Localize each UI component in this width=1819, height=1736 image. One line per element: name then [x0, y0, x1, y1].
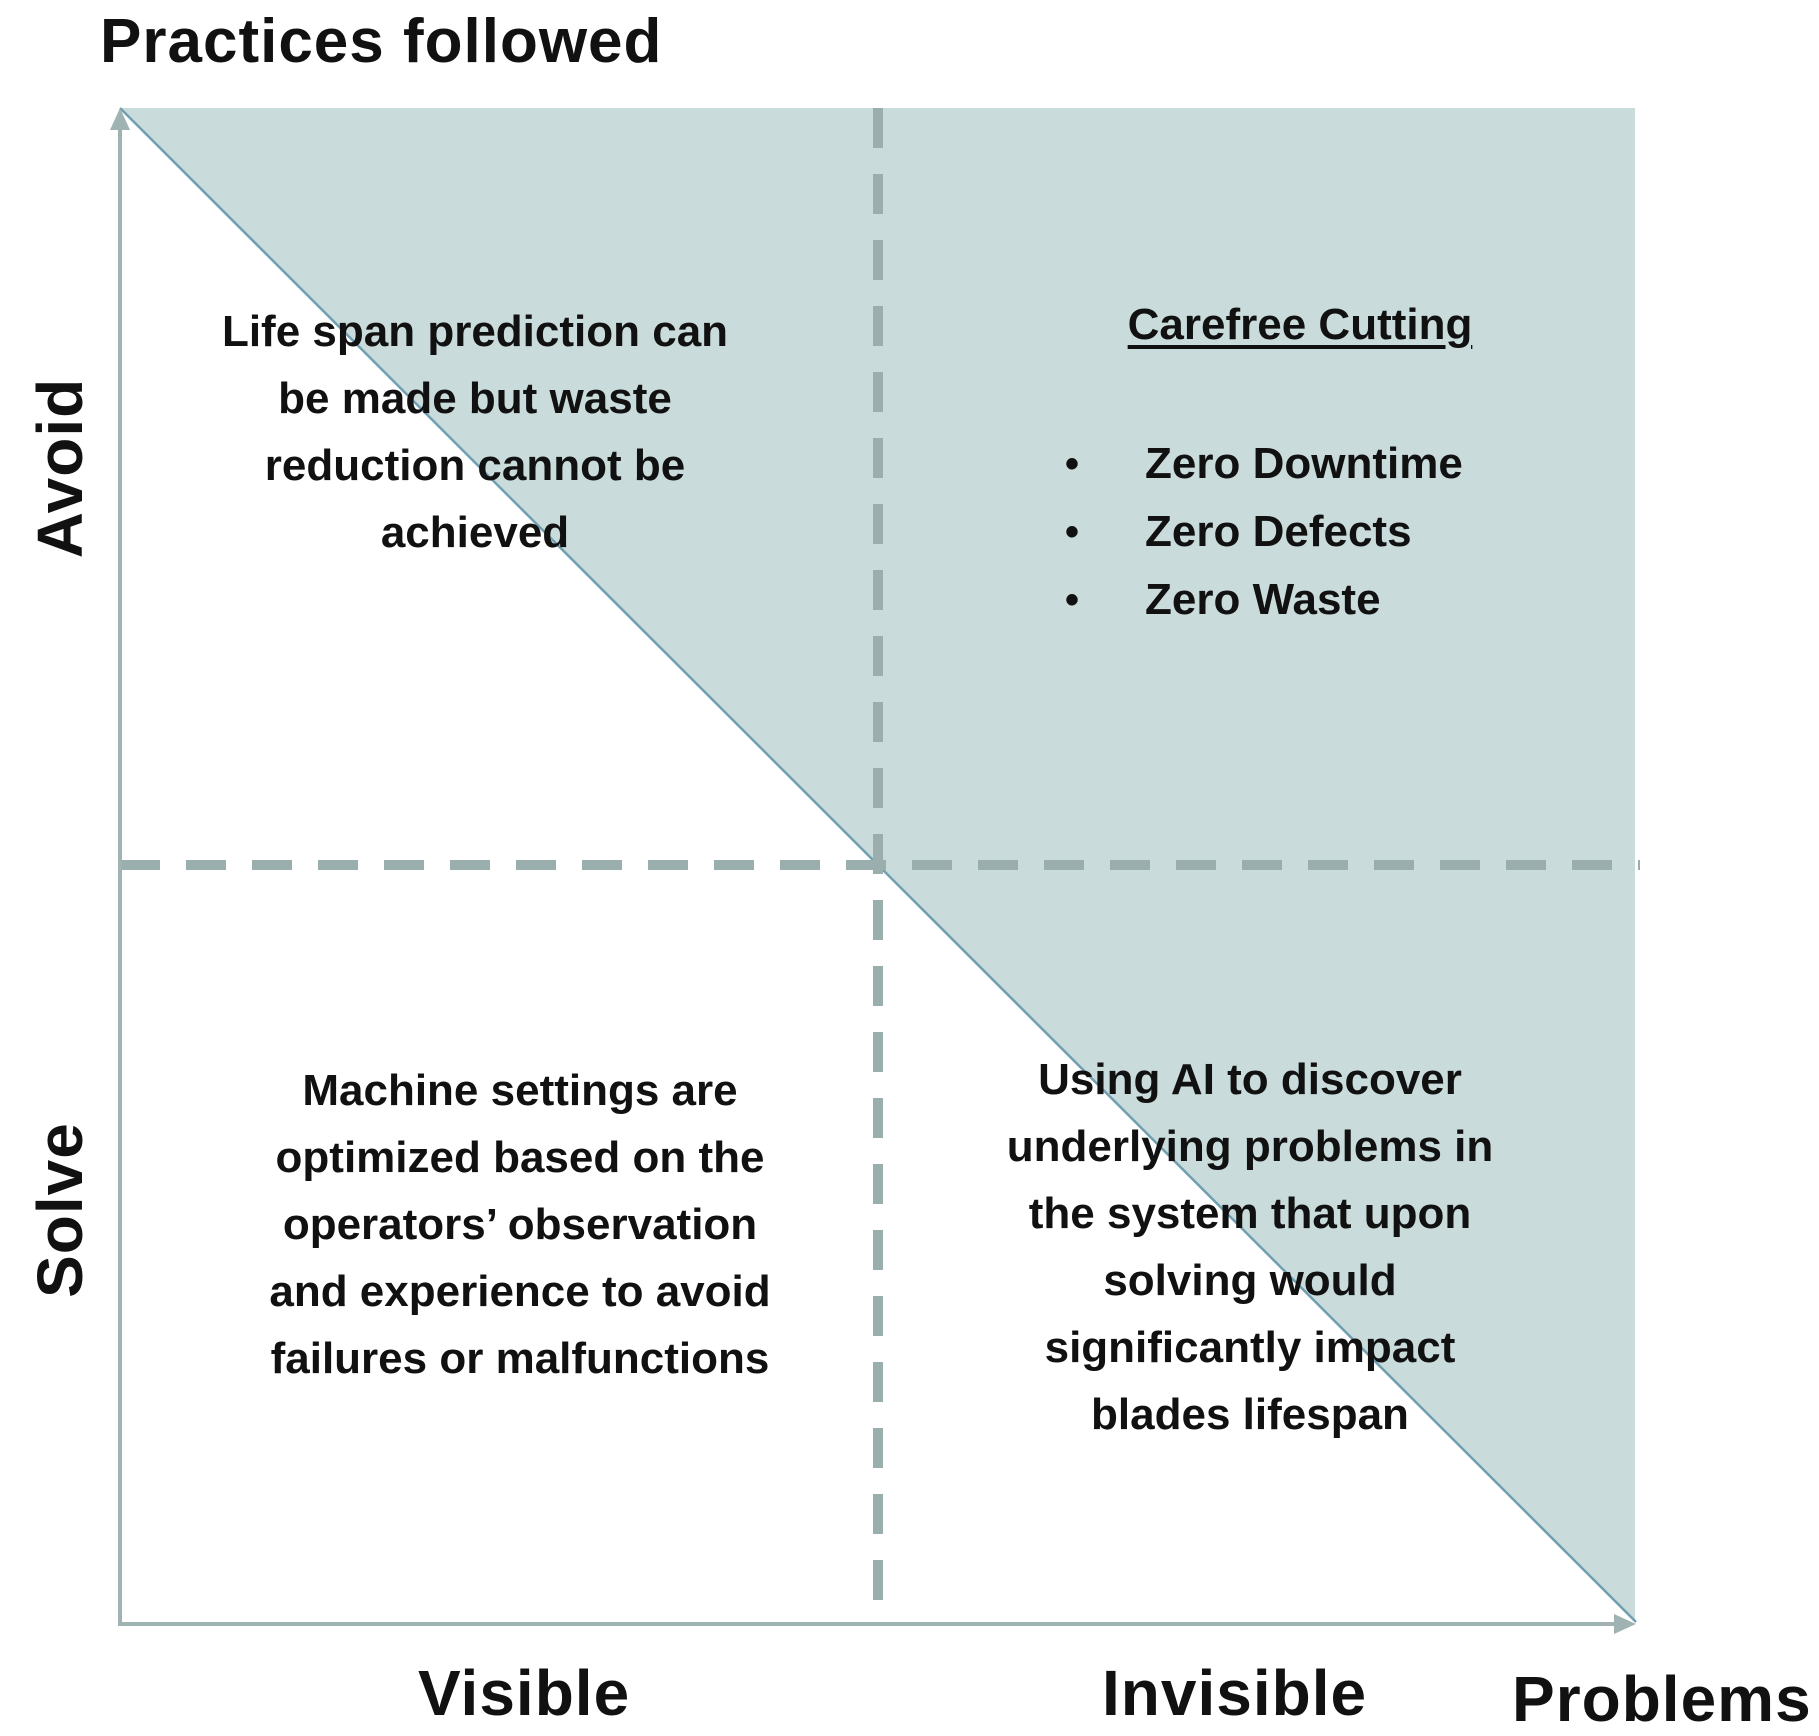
- y-axis-bottom-label: Solve: [24, 1122, 96, 1298]
- x-axis-end-label: Problems: [1512, 1663, 1812, 1735]
- diagram-title: Practices followed: [100, 7, 663, 76]
- y-axis-top-label: Avoid: [24, 377, 96, 559]
- quadrant-top-right-bullets: Zero Downtime Zero Defects Zero Waste: [1065, 430, 1463, 634]
- bullet-item: Zero Defects: [1065, 498, 1463, 566]
- quadrant-bottom-right-text: Using AI to discover underlying problems…: [1006, 1055, 1494, 1439]
- quadrant-top-left-text: Life span prediction can be made but was…: [221, 307, 729, 557]
- bullet-item: Zero Waste: [1065, 566, 1463, 634]
- bullet-item: Zero Downtime: [1065, 430, 1463, 498]
- quadrant-bottom-left-text: Machine settings are optimized based on …: [269, 1066, 771, 1383]
- x-axis-arrowhead: [1614, 1614, 1636, 1634]
- x-axis-right-label: Invisible: [1102, 1657, 1368, 1729]
- y-axis-arrowhead: [110, 108, 130, 130]
- x-axis-left-label: Visible: [418, 1657, 631, 1729]
- quadrant-top-right-title: Carefree Cutting: [1127, 300, 1473, 349]
